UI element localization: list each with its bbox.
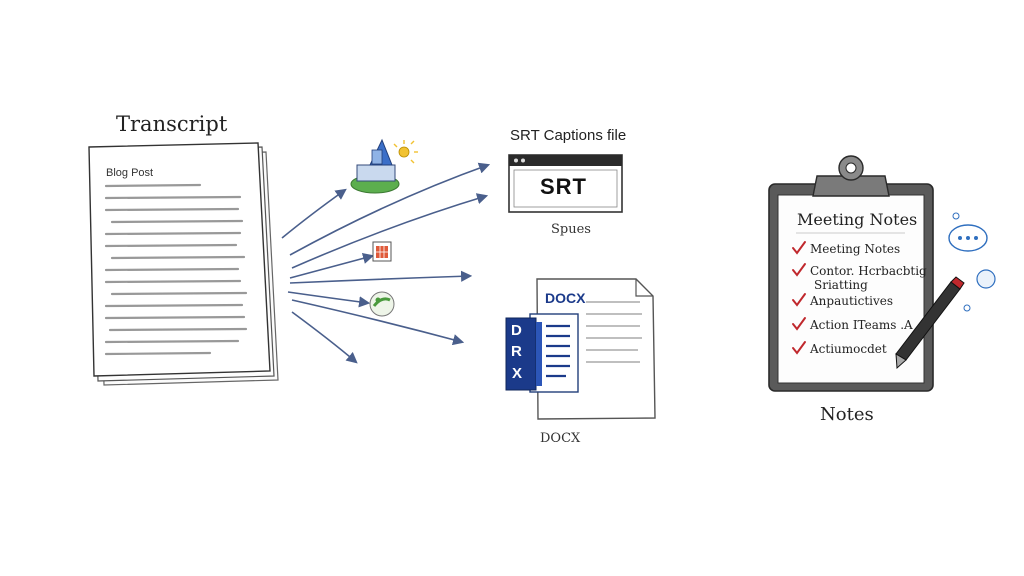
note-item: Actiumocdet	[810, 342, 887, 356]
arrow-to-docx-side	[289, 270, 473, 284]
srt-window	[508, 154, 623, 213]
transcript-title: Transcript	[116, 112, 228, 136]
docx-word-icon	[505, 313, 579, 393]
sun-icon	[393, 140, 418, 164]
calendar-icon	[372, 241, 392, 262]
note-item: Anpautictives	[810, 294, 894, 308]
srt-badge: SRT	[540, 174, 587, 199]
arrow-to-tools	[281, 188, 347, 239]
blog-post-label: Blog Post	[106, 167, 154, 179]
docx-header: DOCX	[545, 290, 586, 306]
chart-icon	[369, 291, 395, 317]
docx-icon-letter: R	[511, 343, 522, 360]
check-marks	[792, 241, 806, 355]
docx-caption: DOCX	[540, 431, 581, 446]
tools-icon	[350, 138, 400, 194]
arrow-to-srt-lower	[291, 193, 489, 269]
arrow-to-docx	[291, 299, 465, 346]
notes-caption: Notes	[820, 404, 874, 425]
srt-subtitle: Spues	[551, 222, 591, 237]
arrow-to-calendar	[289, 252, 375, 279]
flow-arrows	[281, 162, 491, 364]
transcript-document-icon	[88, 142, 279, 386]
arrow-to-chart	[287, 291, 371, 308]
note-item: Sriatting	[814, 278, 868, 292]
docx-icon-letter: X	[512, 365, 523, 382]
chat-bubble-icon	[948, 212, 996, 312]
arrow-to-srt-upper	[289, 162, 491, 256]
note-item: Action ITeams .A	[810, 318, 913, 332]
docx-icon-letter: D	[511, 322, 522, 339]
arrow-to-docx-lower	[291, 311, 358, 364]
note-item: Contor. Hcrbacbtig	[810, 264, 927, 278]
note-item: Meeting Notes	[810, 242, 901, 256]
clipboard-title: Meeting Notes	[797, 210, 918, 229]
srt-title: SRT Captions file	[510, 127, 627, 144]
pen-icon	[895, 276, 965, 370]
